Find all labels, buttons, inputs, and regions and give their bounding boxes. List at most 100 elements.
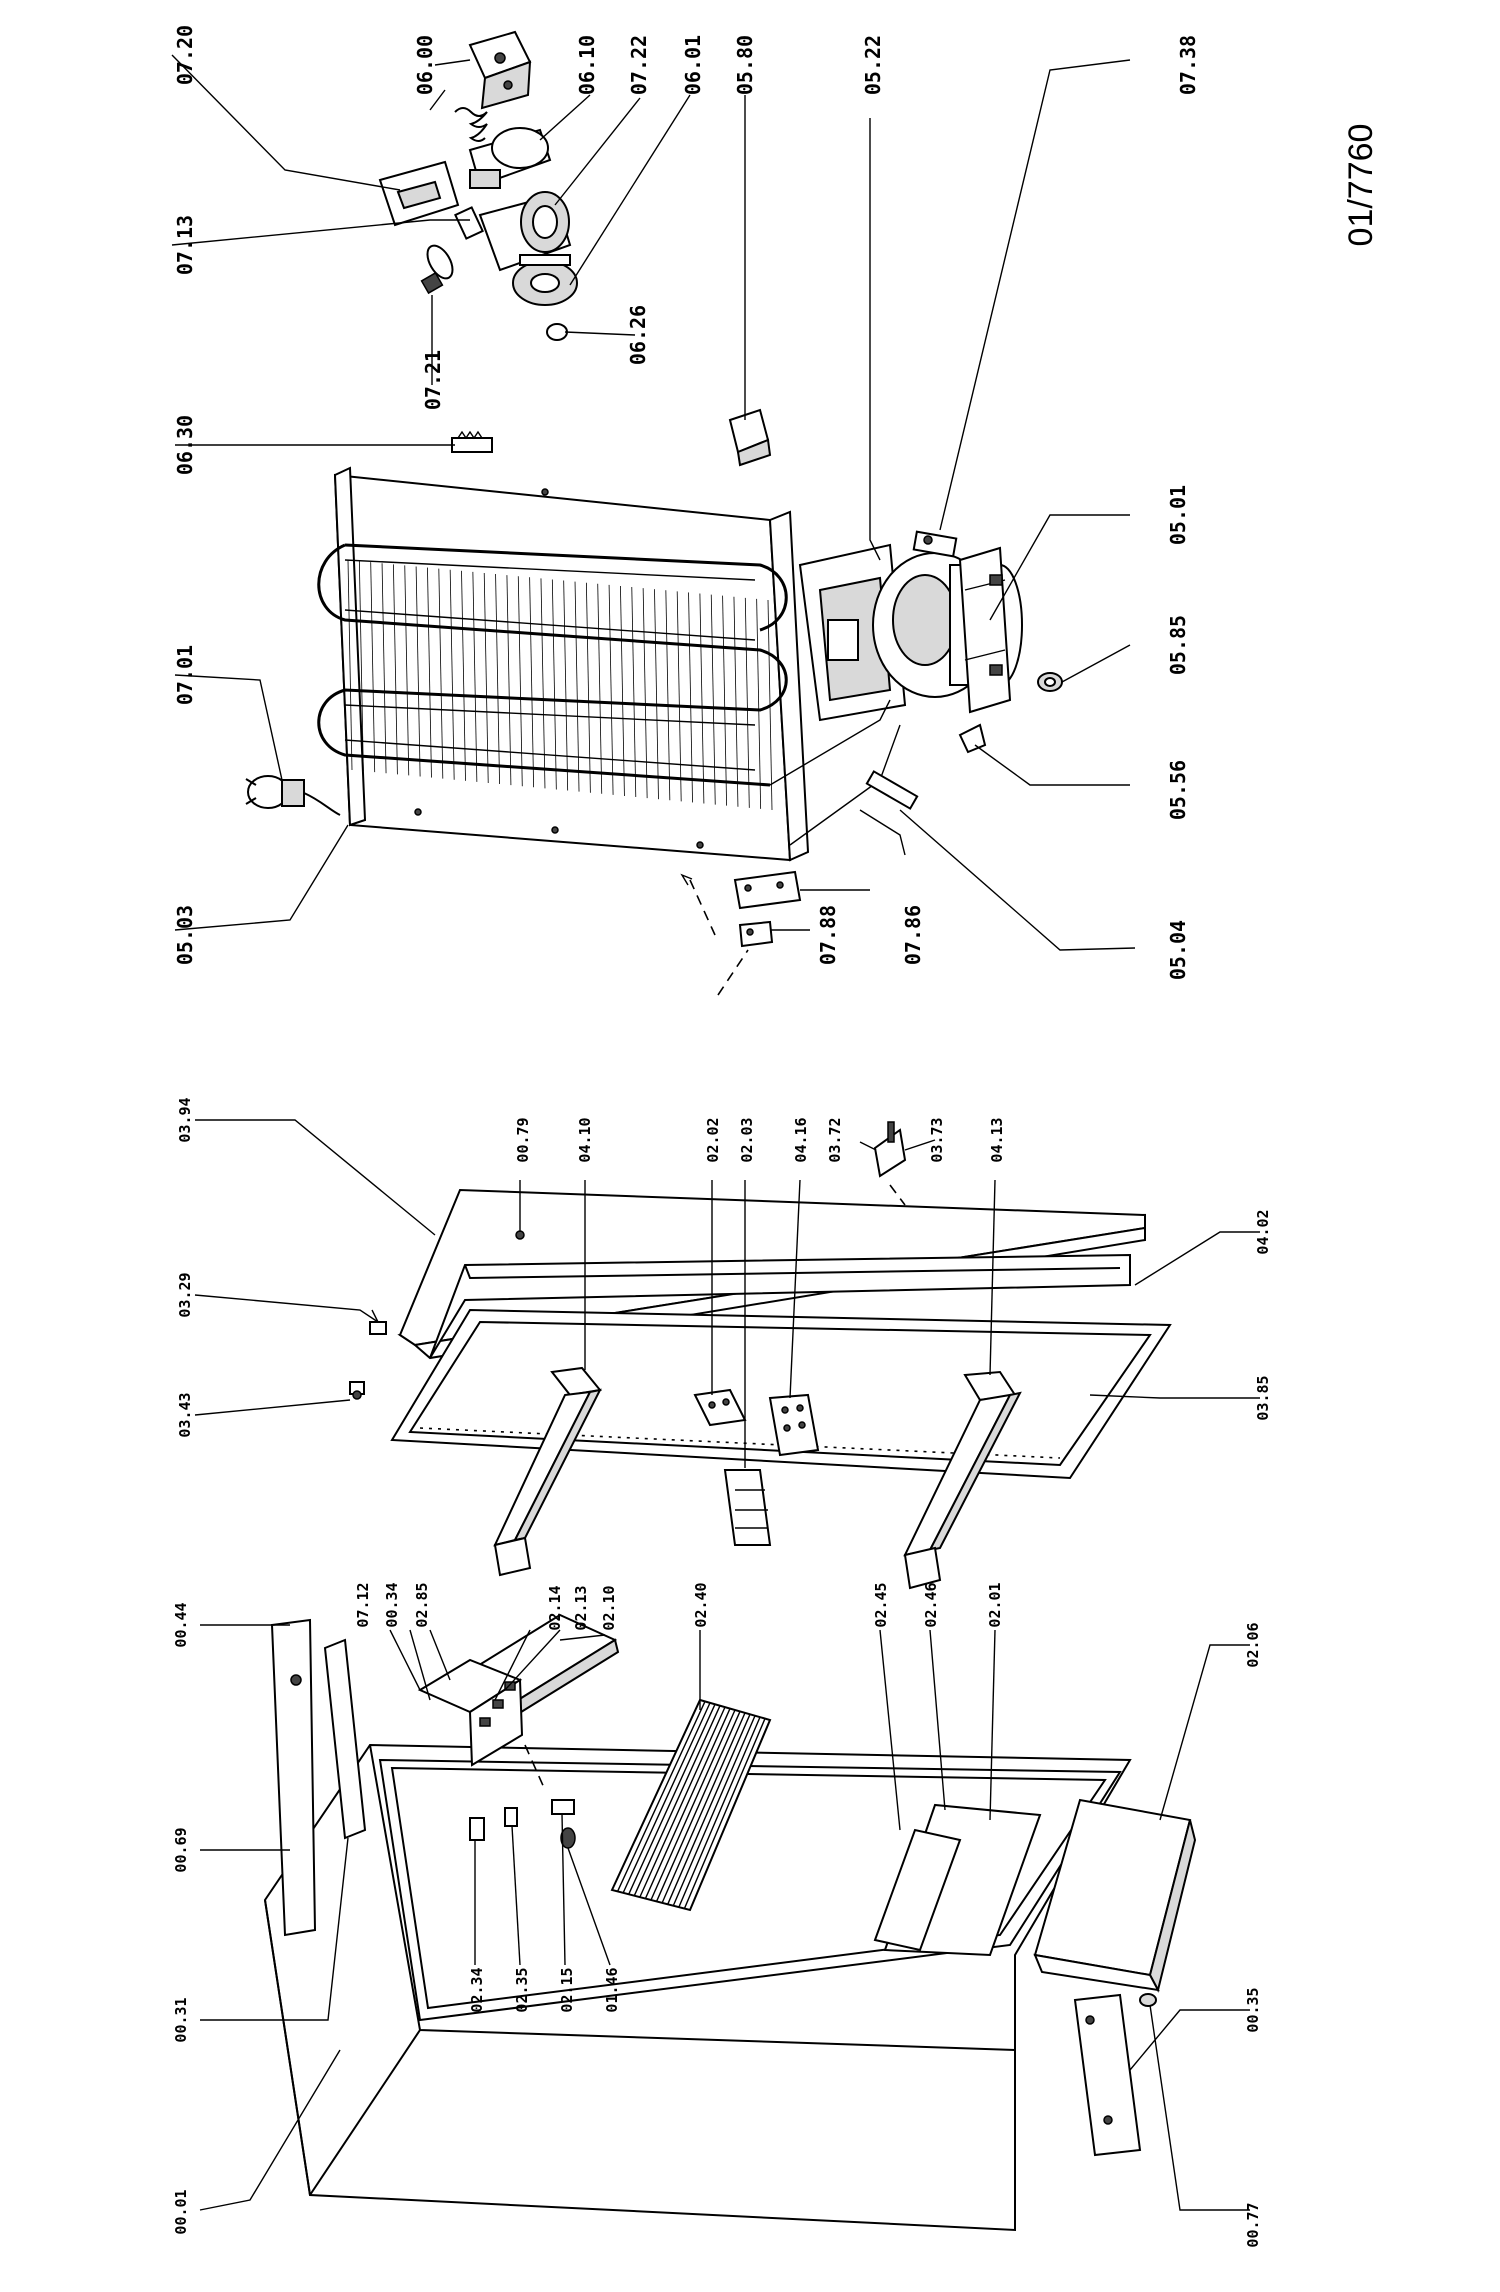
part-05-22-drip-tray <box>798 543 907 722</box>
label-06-30: 06.30 <box>173 415 197 475</box>
label-07-01: 07.01 <box>173 645 197 705</box>
label-06-00: 06.00 <box>413 35 437 95</box>
part-00-69-top-trim <box>270 1618 317 1937</box>
label-04-02: 04.02 <box>1254 1209 1272 1254</box>
part-07-01-plug <box>245 775 341 816</box>
part-04-16-egg-tray <box>768 1393 820 1457</box>
label-02-46: 02.46 <box>922 1582 940 1627</box>
label-04-16: 04.16 <box>792 1117 810 1162</box>
label-02-85: 02.85 <box>413 1582 431 1627</box>
label-02-14: 02.14 <box>546 1585 564 1630</box>
part-02-34-bulb-holder <box>469 1817 485 1841</box>
part-04-10-door-shelf <box>493 1366 602 1577</box>
label-00-31: 00.31 <box>172 1997 190 2042</box>
label-05-01: 05.01 <box>1166 485 1190 545</box>
part-05-03-condenser-plate <box>333 473 792 862</box>
label-00-77: 00.77 <box>1244 2202 1262 2247</box>
label-05-04: 05.04 <box>1166 920 1190 980</box>
label-07-21: 07.21 <box>421 350 445 410</box>
label-02-34: 02.34 <box>468 1967 486 2012</box>
door-group <box>349 1121 1172 1590</box>
part-03-72-handle <box>873 1121 907 1178</box>
label-05-85: 05.85 <box>1166 615 1190 675</box>
label-03-43: 03.43 <box>176 1392 194 1437</box>
part-04-13-door-shelf <box>903 1370 1022 1590</box>
part-02-15-switch <box>551 1799 575 1815</box>
label-00-34: 00.34 <box>383 1582 401 1627</box>
label-02-06: 02.06 <box>1244 1622 1262 1667</box>
part-02-35-lamp <box>504 1807 518 1827</box>
label-03-29: 03.29 <box>176 1272 194 1317</box>
part-02-45-crisper <box>873 1828 962 1952</box>
label-02-40: 02.40 <box>692 1582 710 1627</box>
part-06-10-housing <box>468 127 552 189</box>
part-number-labels: 07.20 06.00 06.10 07.22 06.01 05.80 05.2… <box>172 25 1272 2248</box>
part-02-06-drawer <box>1033 1798 1197 1993</box>
part-07-88-cap <box>738 920 774 948</box>
label-06-01: 06.01 <box>681 35 705 95</box>
part-07-38-relay <box>912 530 958 558</box>
label-07-88: 07.88 <box>816 905 840 965</box>
label-07-20: 07.20 <box>173 25 197 85</box>
label-00-01: 00.01 <box>172 2189 190 2234</box>
part-05-80-block <box>728 408 772 467</box>
label-01-46: 01.46 <box>603 1967 621 2012</box>
label-06-10: 06.10 <box>575 35 599 95</box>
label-05-22: 05.22 <box>861 35 885 95</box>
label-02-35: 02.35 <box>513 1967 531 2012</box>
part-05-01-compressor <box>872 546 1023 714</box>
label-07-22: 07.22 <box>627 35 651 95</box>
label-07-38: 07.38 <box>1176 35 1200 95</box>
part-00-79-screw <box>515 1230 525 1240</box>
part-02-03-ice-tray <box>723 1469 772 1546</box>
part-03-43-hinge-pin <box>349 1381 365 1400</box>
condenser-tube <box>317 543 788 787</box>
part-00-77-foot <box>1139 1993 1157 2007</box>
part-06-01-knob <box>512 254 578 306</box>
condenser-group <box>245 466 1063 996</box>
label-00-69: 00.69 <box>172 1827 190 1872</box>
label-02-02: 02.02 <box>704 1117 722 1162</box>
label-07-86: 07.86 <box>901 905 925 965</box>
label-06-26: 06.26 <box>626 305 650 365</box>
label-02-13: 02.13 <box>572 1585 590 1630</box>
part-07-13-switch <box>454 206 484 240</box>
label-04-10: 04.10 <box>576 1117 594 1162</box>
label-03-94: 03.94 <box>176 1097 194 1142</box>
label-02-01: 02.01 <box>986 1582 1004 1627</box>
cabinet-group <box>263 1613 1197 2232</box>
part-06-00-bracket <box>468 30 532 110</box>
label-07-13: 07.13 <box>173 215 197 275</box>
part-00-44-screw <box>290 1674 302 1686</box>
label-02-15: 02.15 <box>558 1967 576 2012</box>
label-00-44: 00.44 <box>172 1602 190 1647</box>
condenser-fins <box>347 559 773 811</box>
part-00-31-frame-bar <box>323 1638 367 1840</box>
part-06-26-cap <box>546 323 568 341</box>
leader-lines <box>171 54 1260 2211</box>
label-04-13: 04.13 <box>988 1117 1006 1162</box>
label-05-03: 05.03 <box>173 905 197 965</box>
label-02-03: 02.03 <box>738 1117 756 1162</box>
part-05-04-filter <box>859 770 919 856</box>
part-02-40-wire-shelf <box>610 1698 772 1912</box>
label-00-35: 00.35 <box>1244 1987 1262 2032</box>
label-07-12: 07.12 <box>354 1582 372 1627</box>
part-05-85-grommet <box>1037 672 1063 692</box>
part-00-35-base-plate <box>1073 1993 1142 2157</box>
label-02-45: 02.45 <box>872 1582 890 1627</box>
label-03-72: 03.72 <box>826 1117 844 1162</box>
document-number: 01/7760 <box>1342 124 1380 247</box>
thermostat-group <box>378 30 772 467</box>
label-00-79: 00.79 <box>514 1117 532 1162</box>
part-04-02-inner-liner <box>429 1253 1131 1359</box>
label-05-56: 05.56 <box>1166 760 1190 820</box>
part-05-56-clip <box>958 723 987 754</box>
part-07-21-lamp <box>420 244 454 295</box>
part-07-22-thermostat <box>478 191 572 272</box>
label-03-85: 03.85 <box>1254 1375 1272 1420</box>
part-07-20-plate <box>378 160 460 227</box>
part-06-30-clip <box>451 430 493 453</box>
spring-icon <box>454 107 488 142</box>
